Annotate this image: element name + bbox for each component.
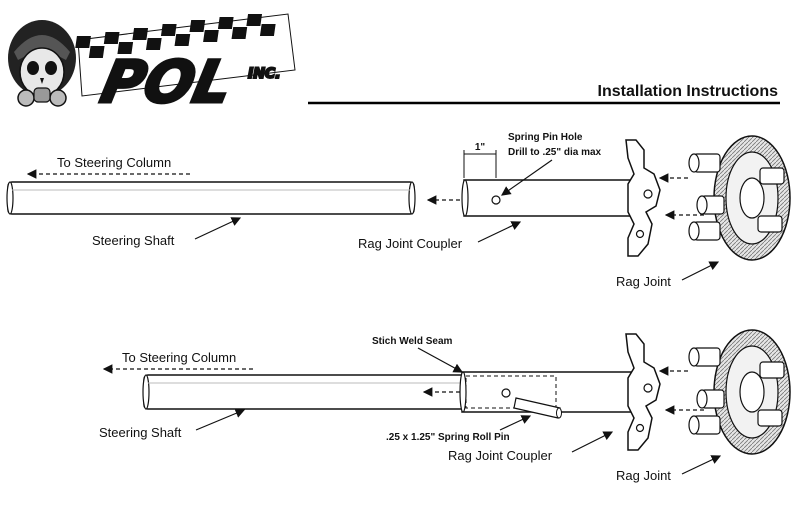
top-hole-callout: Spring Pin Hole Drill to .25" dia max bbox=[501, 132, 602, 196]
top-hole-label-line1: Spring Pin Hole bbox=[508, 132, 583, 143]
brand-suffix: INC. bbox=[248, 66, 281, 82]
top-hole-label-line2: Drill to .25" dia max bbox=[508, 147, 602, 158]
checkered-flag-icon bbox=[75, 13, 296, 97]
top-shaft-label: Steering Shaft bbox=[92, 233, 175, 248]
top-diagram: To Steering Column Steering Shaft 1" Spr… bbox=[6, 132, 791, 289]
top-coupler-label: Rag Joint Coupler bbox=[358, 236, 463, 251]
top-mount-arrows bbox=[658, 173, 704, 220]
bottom-to-column-label: To Steering Column bbox=[122, 350, 236, 365]
bottom-pin-label: .25 x 1.25" Spring Roll Pin bbox=[386, 432, 510, 443]
bottom-steering-shaft bbox=[142, 374, 467, 410]
top-to-column-label: To Steering Column bbox=[57, 155, 171, 170]
top-dimension-label: 1" bbox=[475, 142, 486, 153]
bottom-weld-label: Stich Weld Seam bbox=[372, 336, 453, 347]
top-rag-joint-coupler bbox=[461, 139, 661, 257]
top-rag-joint bbox=[688, 135, 791, 261]
top-rag-joint-label: Rag Joint bbox=[616, 274, 671, 289]
bottom-rag-joint-label: Rag Joint bbox=[616, 468, 671, 483]
bottom-diagram: To Steering Column Steering Shaft Stich … bbox=[99, 329, 791, 483]
bottom-shaft-label: Steering Shaft bbox=[99, 425, 182, 440]
bottom-weld-callout: Stich Weld Seam bbox=[372, 336, 464, 373]
skull-helmet-icon bbox=[8, 20, 76, 107]
top-dimension-callout: 1" bbox=[463, 142, 497, 178]
bottom-to-column-callout: To Steering Column bbox=[102, 350, 253, 374]
bottom-pin-callout: .25 x 1.25" Spring Roll Pin bbox=[386, 415, 532, 443]
bottom-mount-arrows bbox=[658, 366, 704, 415]
top-to-column-callout: To Steering Column bbox=[26, 155, 190, 179]
brand-logo: POL INC. bbox=[8, 13, 296, 117]
bottom-spring-roll-pin bbox=[513, 397, 562, 419]
bottom-coupler-label: Rag Joint Coupler bbox=[448, 448, 553, 463]
top-spring-pin-hole bbox=[491, 195, 501, 205]
page-title: Installation Instructions bbox=[598, 83, 779, 100]
bottom-rag-joint bbox=[688, 329, 791, 455]
brand-name: POL bbox=[95, 49, 238, 116]
top-steering-shaft bbox=[6, 181, 416, 215]
